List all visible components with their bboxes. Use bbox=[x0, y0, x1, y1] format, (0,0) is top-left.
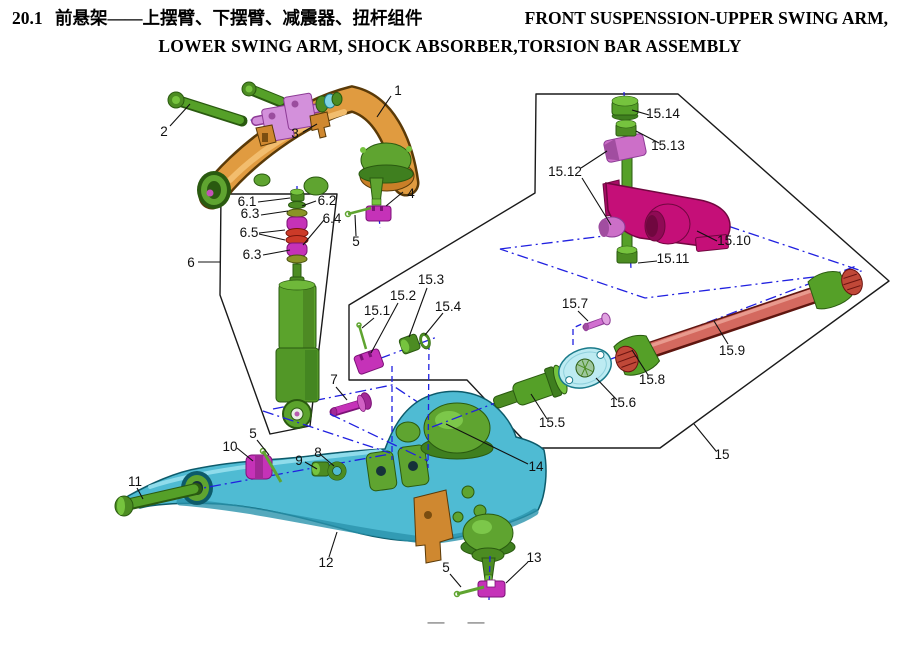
anchor-flange bbox=[558, 347, 612, 389]
shock-eye bbox=[282, 399, 312, 429]
footer-dashes: — — bbox=[428, 612, 485, 631]
callout-15-9: 15.9 bbox=[719, 343, 745, 358]
upper-swing-arm bbox=[197, 85, 420, 210]
callout-11: 11 bbox=[128, 474, 142, 489]
bracket-nut-large bbox=[611, 95, 639, 121]
page-dash-right: — bbox=[468, 612, 485, 631]
callout-15-7: 15.7 bbox=[562, 296, 588, 311]
callout-15-5: 15.5 bbox=[539, 415, 565, 430]
torsion-bar-end bbox=[613, 334, 661, 376]
callout-labels: 1 2 3 4 5 6.1 6.2 6.3 6.4 6.5 6.3 6 7 8 … bbox=[128, 83, 751, 575]
callout-5c: 5 bbox=[442, 560, 450, 575]
upper-arm-pivot-shaft bbox=[251, 92, 343, 147]
callout-15-13: 15.13 bbox=[651, 138, 685, 153]
shock-absorber bbox=[275, 188, 320, 429]
callout-15-2: 15.2 bbox=[390, 288, 416, 303]
bracket-bolt-head bbox=[616, 245, 638, 264]
upper-arm-bolt-2 bbox=[167, 91, 248, 127]
callout-12: 12 bbox=[318, 555, 333, 570]
torsion-castle-nut bbox=[353, 348, 384, 375]
callout-3: 3 bbox=[291, 126, 299, 141]
callout-6-3a: 6.3 bbox=[241, 206, 260, 221]
callout-4: 4 bbox=[407, 186, 415, 201]
pivot-nut bbox=[311, 461, 330, 477]
callout-15-12: 15.12 bbox=[548, 164, 582, 179]
shock-mount-lugs bbox=[365, 444, 430, 492]
callout-5a: 5 bbox=[352, 234, 360, 249]
callout-10: 10 bbox=[222, 439, 237, 454]
callout-15-10: 15.10 bbox=[717, 233, 751, 248]
pivot-washer bbox=[327, 461, 347, 481]
lower-cotter-pin bbox=[453, 585, 485, 598]
callout-6-2: 6.2 bbox=[318, 193, 337, 208]
lower-swing-arm bbox=[126, 390, 547, 582]
callout-15-8: 15.8 bbox=[639, 372, 665, 387]
upper-ball-joint bbox=[358, 142, 415, 206]
torsion-anchor-bracket bbox=[413, 489, 454, 564]
upper-cotter-pin bbox=[344, 206, 372, 218]
callout-2: 2 bbox=[160, 124, 168, 139]
callout-6-4: 6.4 bbox=[323, 211, 342, 226]
bracket-cushion-upper bbox=[603, 133, 647, 163]
callout-14: 14 bbox=[528, 459, 544, 474]
torsion-bar bbox=[639, 268, 863, 360]
title-line-1: 20.1 前悬架——上摆臂、下摆臂、减震器、扭杆组件 FRONT SUSPENS… bbox=[12, 5, 888, 30]
upper-arm-bushing bbox=[197, 171, 231, 209]
callout-5b: 5 bbox=[249, 426, 257, 441]
lower-ball-joint bbox=[460, 513, 516, 582]
callout-6-3b: 6.3 bbox=[243, 247, 262, 262]
title-chinese: 前悬架——上摆臂、下摆臂、减震器、扭杆组件 bbox=[55, 8, 423, 28]
callout-15-1: 15.1 bbox=[364, 303, 390, 318]
callout-6-1: 6.1 bbox=[238, 194, 257, 209]
callout-15-14: 15.14 bbox=[646, 106, 680, 121]
callout-15-11: 15.11 bbox=[657, 251, 690, 266]
callout-6-5: 6.5 bbox=[240, 225, 259, 240]
bracket-nut-small bbox=[615, 119, 637, 137]
lower-arm-bolt bbox=[114, 483, 202, 517]
leader-lines bbox=[136, 95, 729, 588]
callout-6: 6 bbox=[187, 255, 195, 270]
callout-13: 13 bbox=[526, 550, 541, 565]
lower-arm-dome bbox=[420, 402, 494, 460]
callout-15-6: 15.6 bbox=[610, 395, 636, 410]
shock-bolt bbox=[329, 392, 372, 417]
upper-arm-bolt-mid bbox=[241, 81, 287, 108]
section-number: 20.1 bbox=[12, 8, 43, 28]
anchor-arm-shaft bbox=[493, 364, 568, 409]
callout-15: 15 bbox=[714, 447, 729, 462]
anchor-bracket-stack bbox=[598, 95, 731, 264]
shaft-bracket-right bbox=[309, 111, 331, 139]
torsion-washer bbox=[419, 332, 431, 350]
title-english-2: LOWER SWING ARM, SHOCK ABSORBER,TORSION … bbox=[158, 36, 742, 56]
callout-7: 7 bbox=[330, 372, 338, 387]
torsion-cotter-pin bbox=[356, 322, 368, 350]
flange-bolt bbox=[582, 312, 611, 332]
callout-15-3: 15.3 bbox=[418, 272, 444, 287]
torsion-nut bbox=[398, 333, 421, 355]
callout-15-4: 15.4 bbox=[435, 299, 462, 314]
page-title: 20.1 前悬架——上摆臂、下摆臂、减震器、扭杆组件 FRONT SUSPENS… bbox=[0, 5, 900, 57]
callout-8: 8 bbox=[314, 445, 322, 460]
callout-1: 1 bbox=[394, 83, 402, 98]
title-left: 20.1 前悬架——上摆臂、下摆臂、减震器、扭杆组件 bbox=[12, 5, 423, 30]
page-dash-left: — bbox=[428, 612, 445, 631]
title-english-1: FRONT SUSPENSSION-UPPER SWING ARM, bbox=[524, 8, 888, 28]
upper-castle-nut bbox=[365, 205, 392, 222]
callout-9: 9 bbox=[295, 453, 303, 468]
